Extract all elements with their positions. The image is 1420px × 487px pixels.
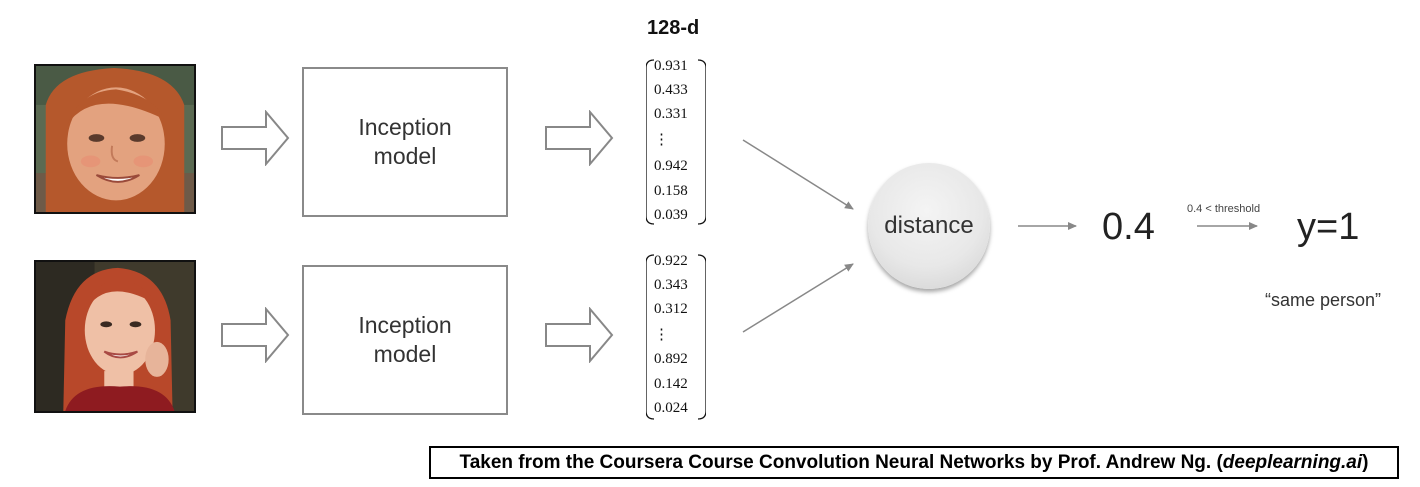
model-label-line2: model [373, 143, 437, 169]
distance-label: distance [884, 212, 974, 239]
inception-model-box-top: Inception model [302, 67, 508, 217]
vector-value: 0.942 [654, 158, 688, 174]
face-photo-bottom [34, 260, 196, 413]
verdict-text: “same person” [1265, 290, 1382, 310]
caption-source: deeplearning.ai [1222, 451, 1363, 473]
vector-value: 0.158 [654, 183, 688, 199]
threshold-condition: 0.4 < threshold [1187, 203, 1261, 215]
model-label-line1: Inception [358, 114, 452, 140]
vector-value: 0.142 [654, 376, 688, 392]
thin-arrow-icon [742, 263, 854, 333]
distance-node: distance [868, 163, 990, 289]
thin-arrow-icon [742, 139, 854, 210]
vector-ellipsis: ⋮ [654, 132, 669, 148]
hollow-right-arrow-icon [545, 307, 614, 363]
caption-suffix: ) [1362, 451, 1369, 473]
vector-value: 0.331 [654, 106, 688, 122]
model-label-line1: Inception [358, 312, 452, 338]
vector-value: 0.343 [654, 277, 688, 293]
source-caption: Taken from the Coursera Course Convoluti… [429, 446, 1399, 479]
output-label: y=1 [1297, 206, 1360, 248]
vector-value: 0.433 [654, 82, 688, 98]
face-photo-top [34, 64, 196, 214]
vector-ellipsis: ⋮ [654, 327, 669, 343]
vector-dimension-label: 128-d [647, 17, 700, 39]
hollow-right-arrow-icon [221, 110, 290, 166]
model-label-line2: model [373, 341, 437, 367]
vector-value: 0.922 [654, 253, 688, 269]
vector-value: 0.039 [654, 207, 688, 223]
distance-value: 0.4 [1102, 206, 1155, 248]
inception-model-box-bottom: Inception model [302, 265, 508, 415]
hollow-right-arrow-icon [221, 307, 290, 363]
encoding-vector-bottom: 0.922 0.343 0.312 ⋮ 0.892 0.142 0.024 [646, 253, 706, 421]
vector-value: 0.931 [654, 58, 688, 74]
caption-prefix: Taken from the Coursera Course Convoluti… [459, 451, 1223, 473]
vector-value: 0.892 [654, 351, 688, 367]
hollow-right-arrow-icon [545, 110, 614, 166]
vector-value: 0.312 [654, 301, 688, 317]
encoding-vector-top: 0.931 0.433 0.331 ⋮ 0.942 0.158 0.039 [646, 58, 706, 226]
vector-value: 0.024 [654, 400, 688, 416]
